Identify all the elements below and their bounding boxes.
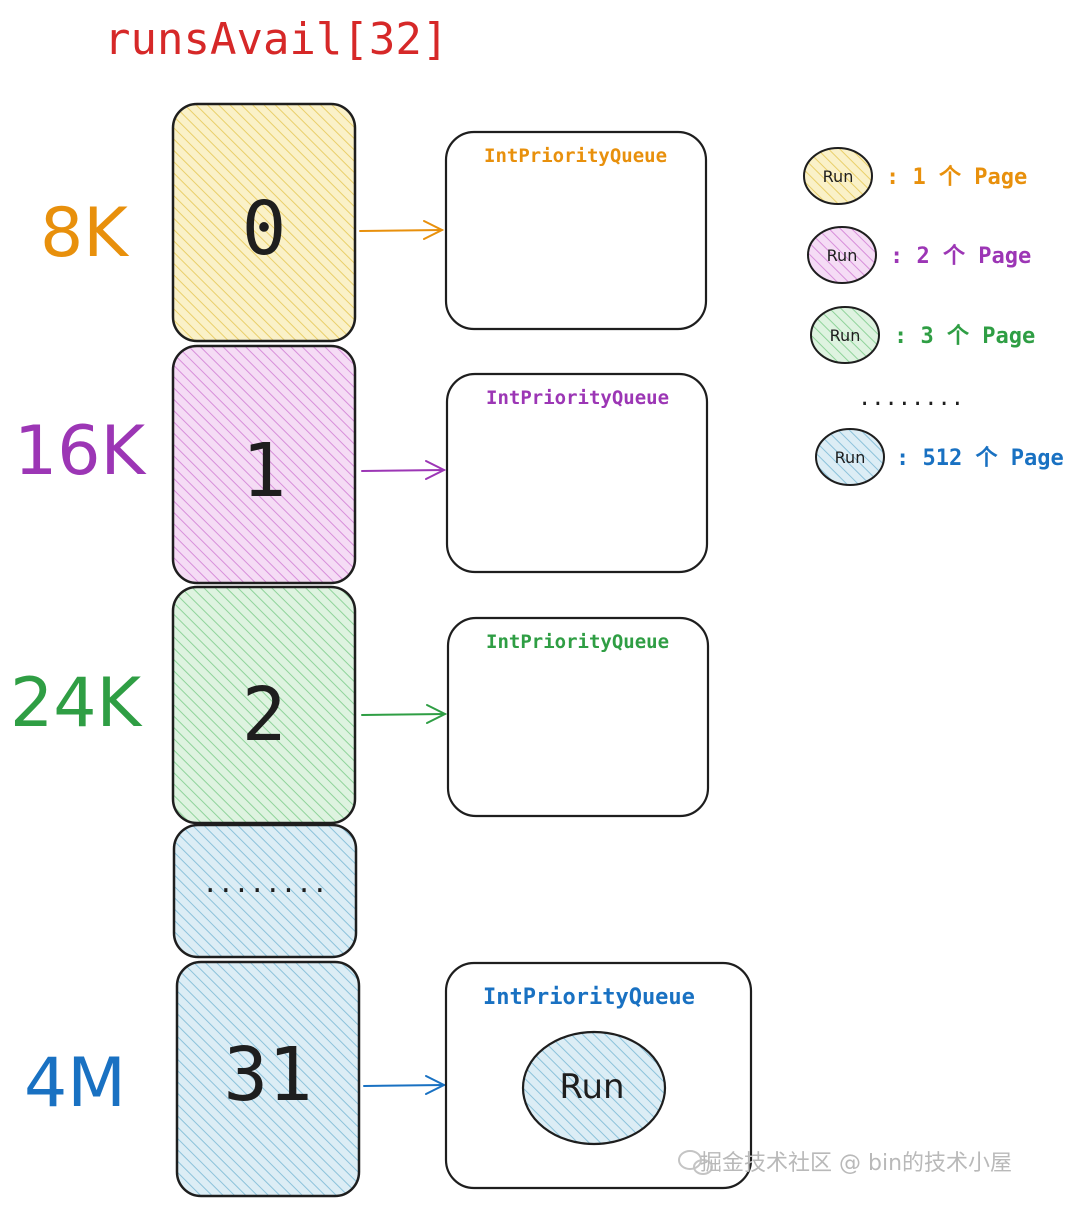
priority-queue-0: IntPriorityQueue xyxy=(444,130,708,331)
array-slot-ellipsis: ........ xyxy=(172,823,358,959)
size-label-8k: 8K xyxy=(40,194,130,273)
size-label-16k: 16K xyxy=(14,412,148,491)
queue-label-1: IntPriorityQueue xyxy=(486,387,669,409)
array-slot-31: 31 xyxy=(175,960,361,1198)
arrow-31 xyxy=(363,1075,447,1095)
legend-item-2-page: Run : 2 个 Page xyxy=(807,226,1031,284)
priority-queue-1: IntPriorityQueue xyxy=(445,372,709,574)
legend-item-1-page: Run : 1 个 Page xyxy=(803,147,1027,205)
size-label-24k: 24K xyxy=(10,664,144,743)
watermark-text: 掘金技术社区 @ bin的技术小屋 xyxy=(700,1151,1012,1176)
arrow-2 xyxy=(361,704,448,724)
slot-index-2: 2 xyxy=(242,672,287,758)
legend-run-label-2: Run xyxy=(827,246,858,265)
queue-label-31: IntPriorityQueue xyxy=(483,985,695,1010)
array-slot-2: 2 xyxy=(171,585,357,825)
arrow-0 xyxy=(359,220,445,240)
slot-index-0: 0 xyxy=(242,186,287,272)
legend: Run : 1 个 Page Run : 2 个 Page Run : 3 个 … xyxy=(803,147,1064,486)
chat-bubble-icon xyxy=(678,1150,713,1175)
priority-queue-2: IntPriorityQueue xyxy=(446,616,710,818)
priority-queue-31: IntPriorityQueue Run xyxy=(444,961,753,1190)
legend-text-3: : 3 个 Page xyxy=(894,324,1035,349)
diagram-title: runsAvail[32] xyxy=(104,14,448,65)
legend-run-label-512: Run xyxy=(835,448,866,467)
legend-text-2: : 2 个 Page xyxy=(890,244,1031,269)
legend-text-1: : 1 个 Page xyxy=(886,165,1027,190)
slot-index-1: 1 xyxy=(242,428,287,514)
legend-run-label-3: Run xyxy=(830,326,861,345)
legend-ellipsis: ........ xyxy=(858,386,964,411)
array-slot-0: 0 xyxy=(171,102,357,343)
run-node: Run xyxy=(521,1030,667,1146)
legend-text-512: : 512 个 Page xyxy=(896,446,1064,471)
watermark: 掘金技术社区 @ bin的技术小屋 xyxy=(678,1150,1012,1176)
legend-item-512-page: Run : 512 个 Page xyxy=(815,428,1064,486)
slot-ellipsis: ........ xyxy=(202,869,327,899)
array-slot-1: 1 xyxy=(171,344,357,585)
slot-index-31: 31 xyxy=(223,1032,312,1118)
size-label-4m: 4M xyxy=(24,1044,126,1123)
queue-label-2: IntPriorityQueue xyxy=(486,631,669,653)
queue-label-0: IntPriorityQueue xyxy=(484,145,667,167)
run-node-label: Run xyxy=(559,1067,624,1107)
legend-item-3-page: Run : 3 个 Page xyxy=(810,306,1035,364)
legend-run-label-1: Run xyxy=(823,167,854,186)
arrow-1 xyxy=(361,460,447,480)
